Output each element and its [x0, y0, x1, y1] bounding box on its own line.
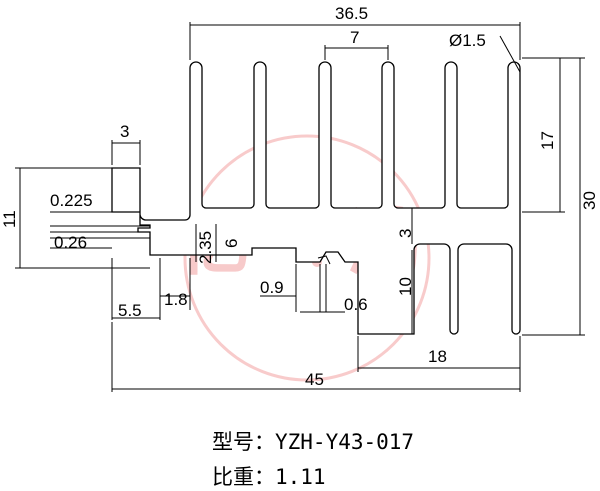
dim-left-height: 11 [0, 210, 19, 228]
dim-clip-thickness: 0.6 [344, 295, 368, 314]
dimension-lines [15, 22, 585, 392]
dim-groove-depth: 6 [222, 239, 241, 248]
dim-left-offset: 5.5 [118, 301, 142, 320]
dim-upper-fin-height: 17 [538, 131, 557, 150]
model-value: YZH-Y43-017 [275, 430, 415, 454]
model-caption: 型号：YZH-Y43-017 [212, 426, 414, 456]
dim-base-gap: 3 [396, 229, 415, 238]
dim-groove-c: 2.35 [196, 231, 215, 264]
dim-total-height: 30 [580, 191, 599, 210]
clip-hook [317, 255, 331, 265]
dim-slot-width: 1.8 [164, 290, 188, 309]
dim-left-step-width: 3 [120, 122, 129, 141]
dim-fin-tip-radius: Ø1.5 [449, 31, 486, 50]
dim-overall-fin-width: 36.5 [335, 4, 368, 23]
dim-groove-b: 0.26 [54, 233, 87, 252]
dim-overall-width: 45 [305, 370, 324, 389]
model-label: 型号： [212, 430, 275, 454]
heatsink-profile [111, 61, 521, 335]
dim-lower-width: 18 [428, 347, 447, 366]
weight-value: 1.11 [275, 465, 326, 489]
dim-lower-fin-height: 10 [396, 277, 415, 296]
dim-clip-gap: 0.9 [260, 278, 284, 297]
weight-label: 比重： [212, 465, 275, 489]
weight-caption: 比重：1.11 [212, 461, 326, 491]
dim-groove-a: 0.225 [50, 191, 93, 210]
dim-fin-pitch: 7 [350, 28, 359, 47]
